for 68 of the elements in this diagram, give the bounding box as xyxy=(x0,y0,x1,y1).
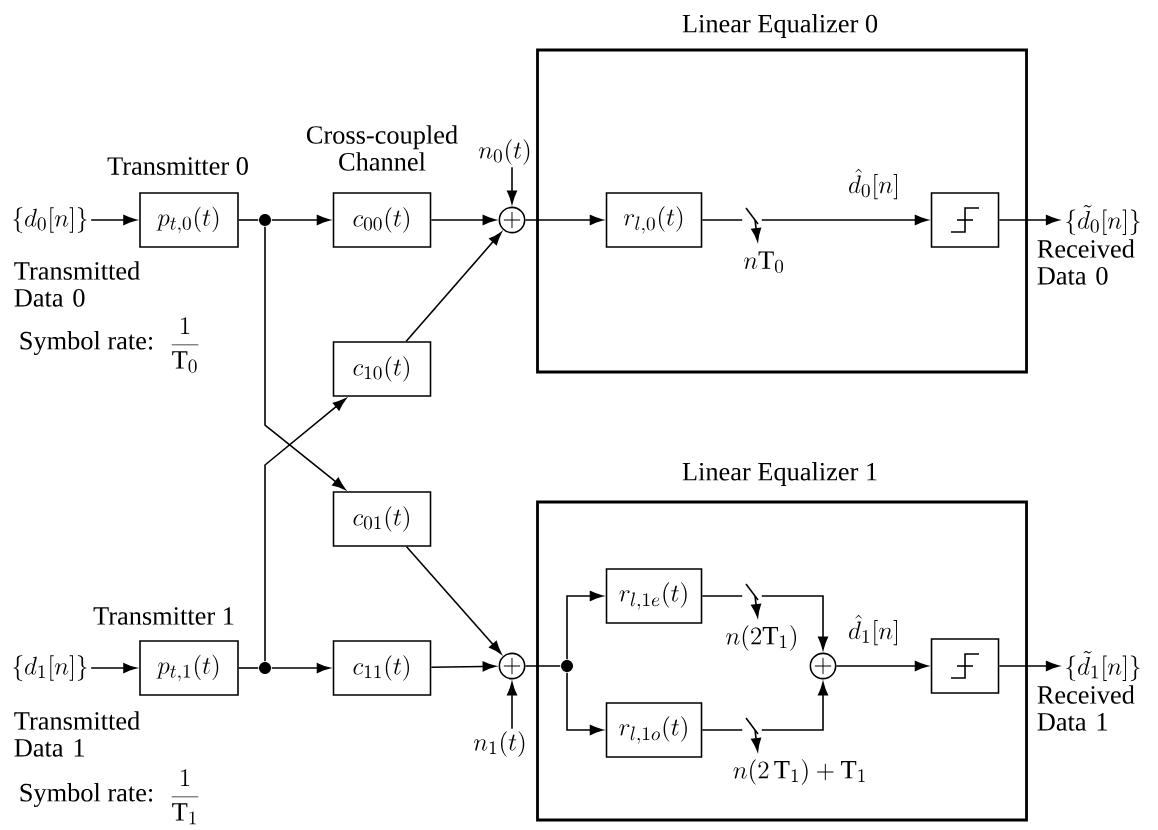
output-symbol: $\{\tilde{d}_1[n]\}$ xyxy=(1066,651,1140,681)
node-label: Linear Equalizer 0 xyxy=(682,14,878,38)
noise-label: $n_1(t)$ xyxy=(473,731,525,757)
summing-junction: $+$ xyxy=(809,652,837,680)
sampler-switch xyxy=(745,583,762,618)
sampler-switch xyxy=(745,207,762,242)
signal-line xyxy=(701,729,743,731)
edge-label: $\hat{d}_0[n]$ xyxy=(846,166,902,202)
signal-line xyxy=(238,667,259,669)
block-caption: Cross-coupled Channel xyxy=(306,125,458,171)
signal-arrow xyxy=(566,591,603,660)
signal-arrow xyxy=(264,398,347,662)
channel-box: $c_{11}(t)$ xyxy=(332,640,432,696)
block-caption: Received Data 0 xyxy=(1037,239,1135,285)
signal-arrow xyxy=(507,166,517,204)
block-caption: Transmitter 0 xyxy=(107,157,248,175)
sample-time-label: $n(2\mathrm{T}_1)$ xyxy=(726,625,797,651)
block-caption: Transmitted Data 0 xyxy=(14,261,140,307)
signal-arrow xyxy=(761,215,928,225)
symbol-rate-label: Symbol rate: xyxy=(20,783,153,807)
signal-line xyxy=(701,219,743,221)
input-symbol: $\{d_1[n]\}$ xyxy=(13,655,87,681)
signal-arrow xyxy=(90,215,137,225)
signal-arrow xyxy=(998,661,1060,671)
symbol-rate-fraction: $\frac{1}{\mathrm{T}_0}$ xyxy=(171,317,199,373)
filter-box: $p_{t,0}(t)$ xyxy=(139,192,239,248)
channel-box: $c_{00}(t)$ xyxy=(332,192,432,248)
signal-arrow xyxy=(998,215,1060,225)
signal-arrow xyxy=(430,661,496,672)
summing-junction: $+$ xyxy=(498,206,526,234)
sample-time-label: $n(2\,\mathrm{T}_1)+\mathrm{T}_1$ xyxy=(733,759,865,785)
signal-arrow xyxy=(90,663,137,673)
filter-box: $p_{t,1}(t)$ xyxy=(139,640,239,696)
signal-arrow xyxy=(271,215,330,225)
noise-label: $n_0(t)$ xyxy=(478,139,530,165)
block-caption: Received Data 1 xyxy=(1037,685,1135,731)
slicer-box xyxy=(930,638,1000,694)
signal-arrow xyxy=(761,682,828,731)
signal-line xyxy=(238,219,259,221)
filter-box: $r_{l,1o}(t)$ xyxy=(605,702,703,758)
output-symbol: $\{\tilde{d}_0[n]\}$ xyxy=(1066,205,1140,235)
filter-box: $r_{l,0}(t)$ xyxy=(605,192,703,248)
symbol-rate-label: Symbol rate: xyxy=(20,331,153,355)
channel-box: $c_{10}(t)$ xyxy=(332,341,432,397)
signal-arrow xyxy=(264,226,346,490)
signal-line xyxy=(701,595,743,597)
signal-arrow xyxy=(835,661,928,671)
sampler-switch xyxy=(745,717,762,752)
signal-arrow xyxy=(507,682,517,730)
signal-arrow xyxy=(405,232,502,342)
slicer-box xyxy=(930,192,1000,248)
input-symbol: $\{d_0[n]\}$ xyxy=(13,207,87,233)
block-caption: Transmitted Data 1 xyxy=(14,711,140,757)
signal-arrow xyxy=(761,595,828,650)
edge-label: $\hat{d}_1[n]$ xyxy=(846,612,902,648)
signal-line xyxy=(524,665,561,667)
channel-box: $c_{01}(t)$ xyxy=(332,491,432,547)
signal-arrow xyxy=(405,546,502,655)
symbol-rate-fraction: $\frac{1}{\mathrm{T}_1}$ xyxy=(171,769,199,825)
summing-junction: $+$ xyxy=(498,652,526,680)
sample-time-label: $n\mathrm{T}_0$ xyxy=(744,251,784,273)
signal-arrow xyxy=(566,672,603,735)
filter-box: $r_{l,1e}(t)$ xyxy=(605,568,703,624)
signal-arrow xyxy=(271,663,330,673)
block-caption: Transmitter 1 xyxy=(93,607,234,625)
node-label: Linear Equalizer 1 xyxy=(682,462,877,486)
signal-arrow xyxy=(430,215,496,225)
signal-arrow xyxy=(524,215,603,225)
